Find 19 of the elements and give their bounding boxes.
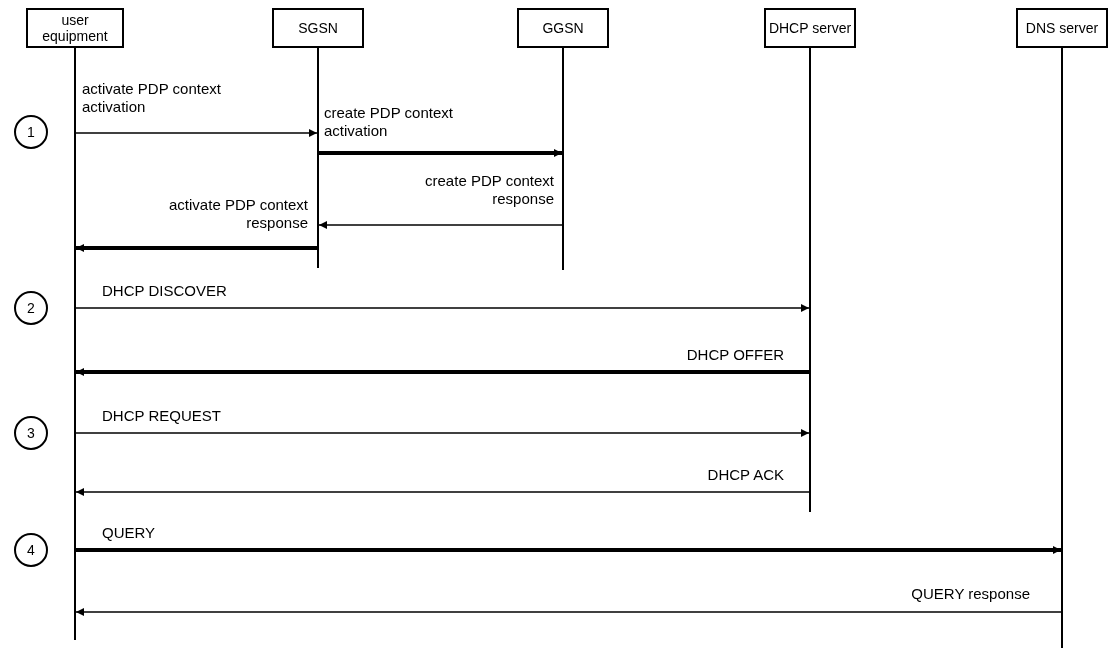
message-arrow [76,244,317,252]
participant-box: DHCP server [764,8,856,48]
message-arrow [318,221,563,229]
message-arrow [75,304,810,312]
step-number: 3 [14,416,48,450]
message-arrow [75,129,318,137]
message-arrow [319,149,562,157]
message-arrow [75,429,810,437]
message-arrow [76,546,1061,554]
step-number: 4 [14,533,48,567]
message-arrow [75,488,810,496]
message-arrow [75,608,1062,616]
message-arrow [76,368,809,376]
step-number: 1 [14,115,48,149]
participant-box: DNS server [1016,8,1108,48]
step-number: 2 [14,291,48,325]
participant-box: user equipment [26,8,124,48]
participant-box: SGSN [272,8,364,48]
participant-box: GGSN [517,8,609,48]
